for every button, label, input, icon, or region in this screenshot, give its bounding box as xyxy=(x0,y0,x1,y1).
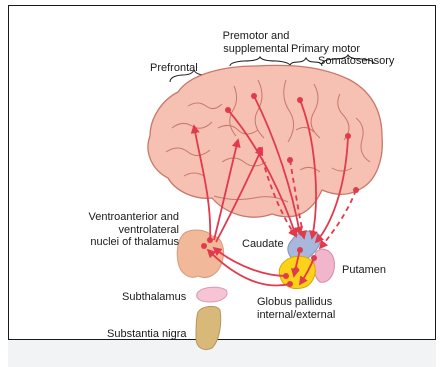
label-thalamus-line1: Ventroanterior and xyxy=(55,211,179,224)
putamen-shape xyxy=(314,249,334,282)
subthalamus-shape xyxy=(197,287,227,302)
label-substantia-nigra: Substantia nigra xyxy=(107,328,187,341)
label-globus-line2: internal/external xyxy=(257,309,335,322)
label-globus-pallidus: Globus pallidus internal/external xyxy=(257,296,335,321)
pathway-globus-thalamus-1 xyxy=(214,248,286,276)
label-primary-motor: Primary motor xyxy=(291,43,360,56)
label-somatosensory: Somatosensory xyxy=(318,55,394,68)
label-globus-line1: Globus pallidus xyxy=(257,296,335,309)
label-putamen: Putamen xyxy=(342,264,386,277)
label-subthalamus: Subthalamus xyxy=(122,291,186,304)
label-caudate: Caudate xyxy=(242,238,284,251)
thalamus-shape xyxy=(177,230,223,277)
label-premotor-line1: Premotor and xyxy=(214,30,298,43)
label-thalamus-line2: ventrolateral xyxy=(55,224,179,237)
label-thalamus-line3: nuclei of thalamus xyxy=(55,236,179,249)
substantia-nigra-shape xyxy=(196,306,221,349)
label-premotor: Premotor and supplemental xyxy=(214,30,298,55)
premotor-bracket xyxy=(230,57,290,66)
label-prefrontal: Prefrontal xyxy=(150,62,198,75)
label-premotor-line2: supplemental xyxy=(214,43,298,56)
label-thalamus: Ventroanterior and ventrolateral nuclei … xyxy=(55,211,179,249)
